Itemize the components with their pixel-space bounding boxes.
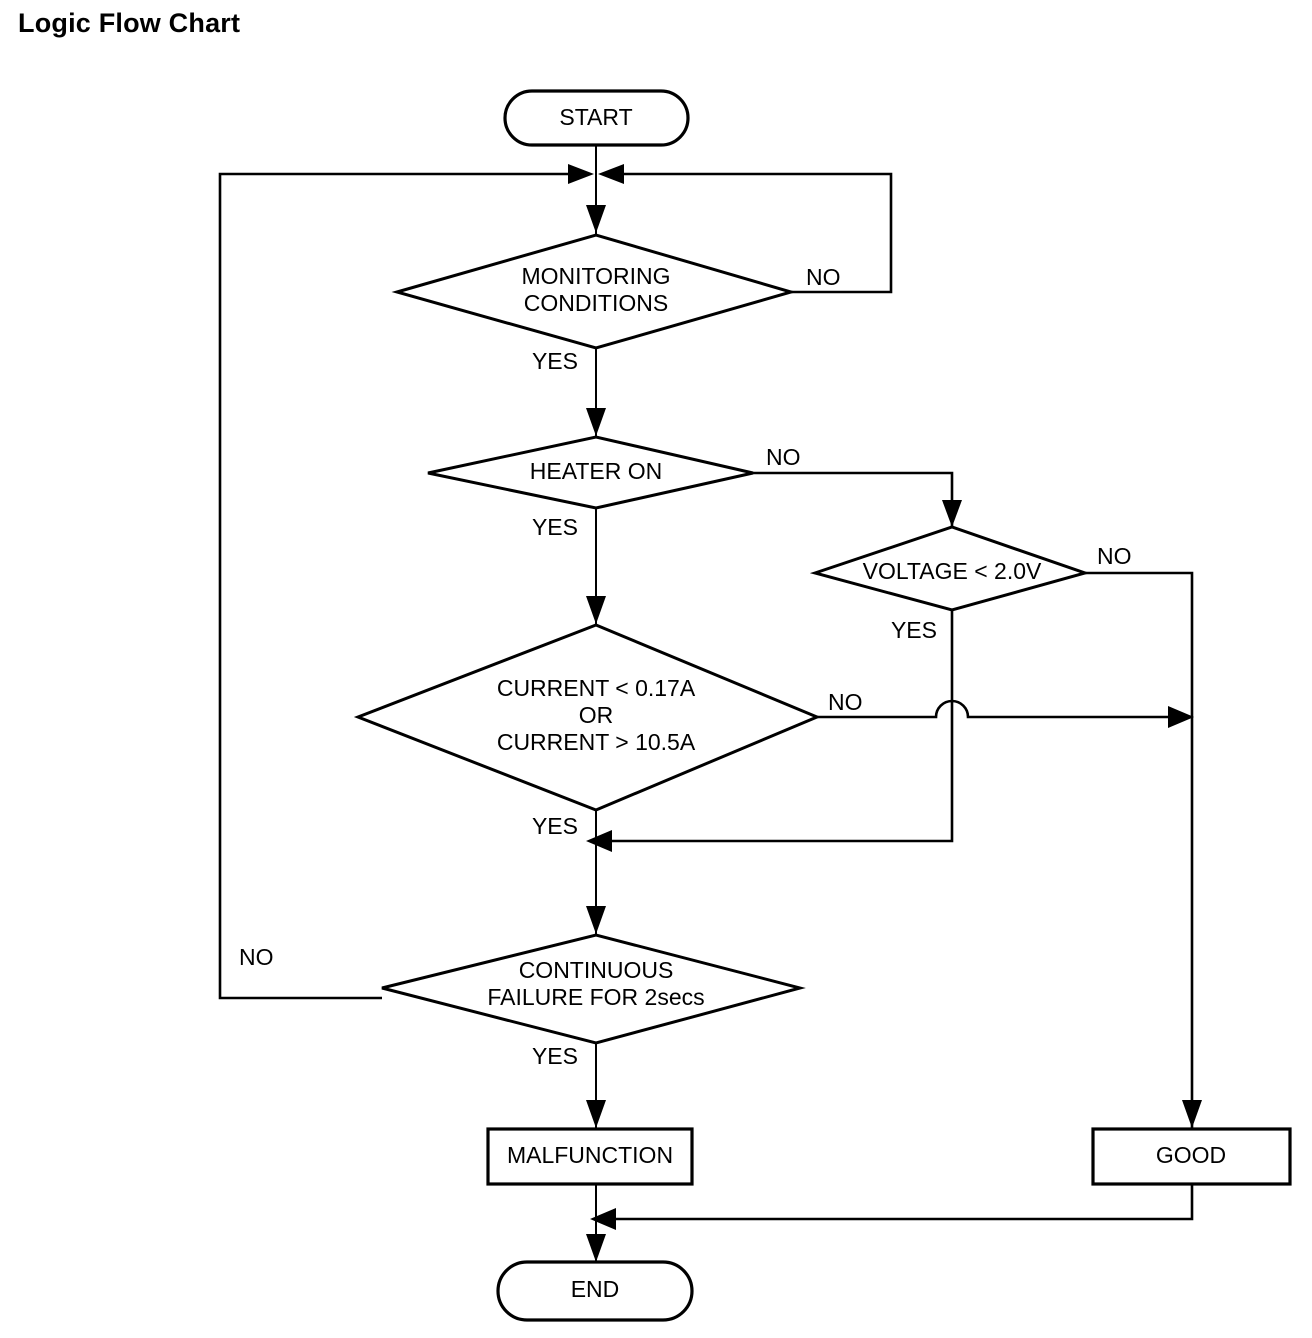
good-label: GOOD <box>1156 1142 1226 1168</box>
heater-decision-shape <box>427 435 754 510</box>
arrow-head-current-no-into-rail <box>1168 706 1194 728</box>
arrow-head-good-merge <box>590 1208 616 1230</box>
arrow-head-into-voltage <box>942 500 962 527</box>
edge-voltage-yes-lower <box>604 700 954 843</box>
edge-label-continuous-no: NO <box>239 944 274 970</box>
continuous-label-line2: FAILURE FOR 2secs <box>487 984 704 1010</box>
node-continuous-failure[interactable]: CONTINUOUS FAILURE FOR 2secs <box>381 933 806 1045</box>
continuous-label-line1: CONTINUOUS <box>519 957 674 983</box>
edge-label-monitoring-no: NO <box>806 264 841 290</box>
current-label-line2: OR <box>579 702 614 728</box>
arrow-head-into-continuous <box>586 906 606 934</box>
monitoring-label-line1: MONITORING <box>521 263 670 289</box>
node-heater-on[interactable]: HEATER ON <box>427 435 754 510</box>
edge-label-current-yes: YES <box>532 813 578 839</box>
edge-voltage-no <box>1085 571 1194 1128</box>
arrow-head-voltage-yes-merge <box>586 830 612 852</box>
arrow-head-left-into-join <box>568 164 594 184</box>
malfunction-label: MALFUNCTION <box>507 1142 673 1168</box>
good-process-shape <box>1091 1127 1292 1186</box>
node-current-threshold[interactable]: CURRENT < 0.17A OR CURRENT > 10.5A <box>353 623 821 812</box>
node-end[interactable]: END <box>496 1260 694 1322</box>
node-voltage-threshold[interactable]: VOLTAGE < 2.0V <box>809 525 1091 612</box>
current-decision-shape <box>353 623 821 812</box>
continuous-decision-shape <box>381 933 806 1045</box>
edge-label-heater-no: NO <box>766 444 801 470</box>
node-monitoring-conditions[interactable]: MONITORING CONDITIONS <box>391 233 797 350</box>
malfunction-process-shape <box>486 1127 694 1186</box>
node-start[interactable]: START <box>503 89 690 147</box>
edge-good-to-end <box>608 1184 1194 1221</box>
edge-label-voltage-no: NO <box>1097 543 1132 569</box>
arrow-head-into-end <box>586 1234 606 1262</box>
arrow-head-into-current <box>586 596 606 624</box>
edge-continuous-no-loop <box>218 172 580 1000</box>
edge-label-heater-yes: YES <box>532 514 578 540</box>
edge-label-monitoring-yes: YES <box>532 348 578 374</box>
monitoring-label-line2: CONDITIONS <box>524 290 668 316</box>
current-label-line3: CURRENT > 10.5A <box>497 729 696 755</box>
arrow-head-into-monitoring <box>586 205 606 233</box>
arrow-head-right-into-join <box>598 164 624 184</box>
edge-label-continuous-yes: YES <box>532 1043 578 1069</box>
arrow-head-into-heater <box>586 408 606 436</box>
heater-label: HEATER ON <box>530 458 662 484</box>
edge-heater-no <box>753 471 954 526</box>
page-title: Logic Flow Chart <box>18 8 241 38</box>
current-label-line1: CURRENT < 0.17A <box>497 675 696 701</box>
start-label: START <box>559 104 632 130</box>
edge-label-current-no: NO <box>828 689 863 715</box>
node-good[interactable]: GOOD <box>1091 1127 1292 1186</box>
arrow-head-into-good <box>1182 1100 1202 1128</box>
end-terminator-shape <box>496 1260 694 1322</box>
edge-current-no <box>817 699 1180 719</box>
arrow-head-into-malfunction <box>586 1100 606 1128</box>
monitoring-decision-shape <box>391 233 797 350</box>
edge-monitoring-no-loop <box>612 172 893 294</box>
node-malfunction[interactable]: MALFUNCTION <box>486 1127 694 1186</box>
voltage-label: VOLTAGE < 2.0V <box>863 558 1042 584</box>
start-terminator-shape <box>503 89 690 147</box>
end-label: END <box>571 1276 620 1302</box>
voltage-decision-shape <box>809 525 1091 612</box>
edge-label-voltage-yes: YES <box>891 617 937 643</box>
